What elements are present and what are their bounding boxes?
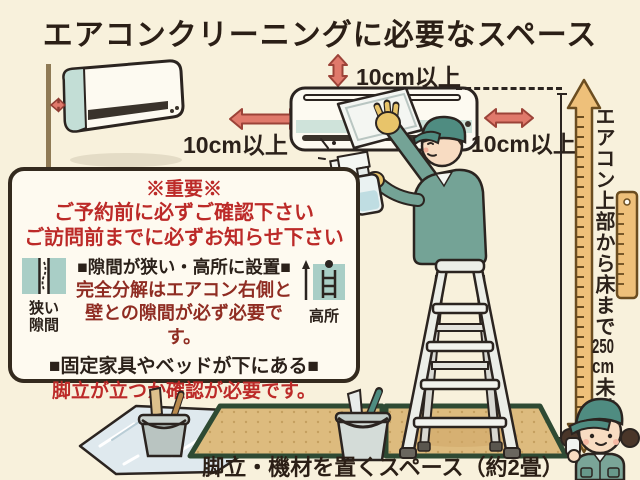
wall-clearance-arrow-icon <box>49 97 67 113</box>
floor-space-caption: 脚立・機材を置くスペース（約2畳） <box>202 455 564 480</box>
right-clearance-arrow-icon <box>484 108 534 128</box>
high-place-icon <box>302 260 345 300</box>
narrow-gap-icon <box>22 258 66 294</box>
install-body-2: 壁との隙間が必ず必要です。 <box>85 303 283 347</box>
worker-illustration <box>560 397 640 480</box>
install-body-1: 完全分解はエアコン右側と <box>76 279 292 300</box>
height-value: 250 <box>592 337 614 357</box>
install-heading: ■隙間が狭い・高所に設置■ <box>77 257 291 277</box>
notice-line-1: ご予約前に必ずご確認下さい <box>54 202 314 224</box>
left-clearance-label: 10cm以上 <box>183 132 288 158</box>
wall-line <box>46 64 51 176</box>
height-prefix: エアコン上部から床まで <box>592 106 614 337</box>
height-requirement-label: エアコン上部から床まで250cm未満 <box>592 106 614 428</box>
furniture-warning: ■固定家具やベッドが下にある■ 脚立が立つか確認が必要です。 <box>18 355 350 404</box>
top-clearance-label: 10cm以上 <box>356 64 461 90</box>
page-title: エアコンクリーニングに必要なスペース <box>42 19 598 52</box>
bucket-icon <box>137 386 191 458</box>
narrow-gap-icon-block: 狭い 隙間 <box>18 256 70 334</box>
narrow-gap-label-1: 狭い <box>28 300 59 317</box>
furniture-heading: ■固定家具やベッドが下にある■ <box>49 355 319 377</box>
notice-line-2: ご訪問前までに必ずお知らせ下さい <box>24 227 344 249</box>
cap-icon <box>574 397 624 427</box>
ruler-icon <box>615 190 639 300</box>
install-warning-text: ■隙間が狭い・高所に設置■ 完全分解はエアコン右側と 壁との隙間が必ず必要です。 <box>70 256 298 349</box>
notice-title: ※重要※ <box>145 179 222 200</box>
install-warning-row: 狭い 隙間 ■隙間が狭い・高所に設置■ 完全分解はエアコン右側と 壁との隙間が必… <box>18 256 350 349</box>
narrow-gap-label-2: 隙間 <box>28 316 59 334</box>
height-ruler-arrow <box>557 78 602 454</box>
tool-bucket-illustration <box>334 387 392 462</box>
left-ac-unit-illustration <box>46 59 185 176</box>
height-reference-dashed-line <box>456 87 562 90</box>
furniture-body: 脚立が立つか確認が必要です。 <box>51 380 317 402</box>
important-notice-box: ※重要※ ご予約前に必ずご確認下さい ご訪問前までに必ずお知らせ下さい 狭い 隙… <box>8 167 360 402</box>
ac-grille <box>88 101 168 120</box>
height-unit: cm <box>592 357 614 377</box>
glove-icon <box>373 99 401 135</box>
ladder-illustration <box>399 258 521 459</box>
right-clearance-label: 10cm以上 <box>471 131 576 157</box>
top-clearance-arrow-icon <box>328 54 348 87</box>
high-place-icon-block: 高所 <box>298 256 350 326</box>
high-place-label: 高所 <box>308 308 339 325</box>
